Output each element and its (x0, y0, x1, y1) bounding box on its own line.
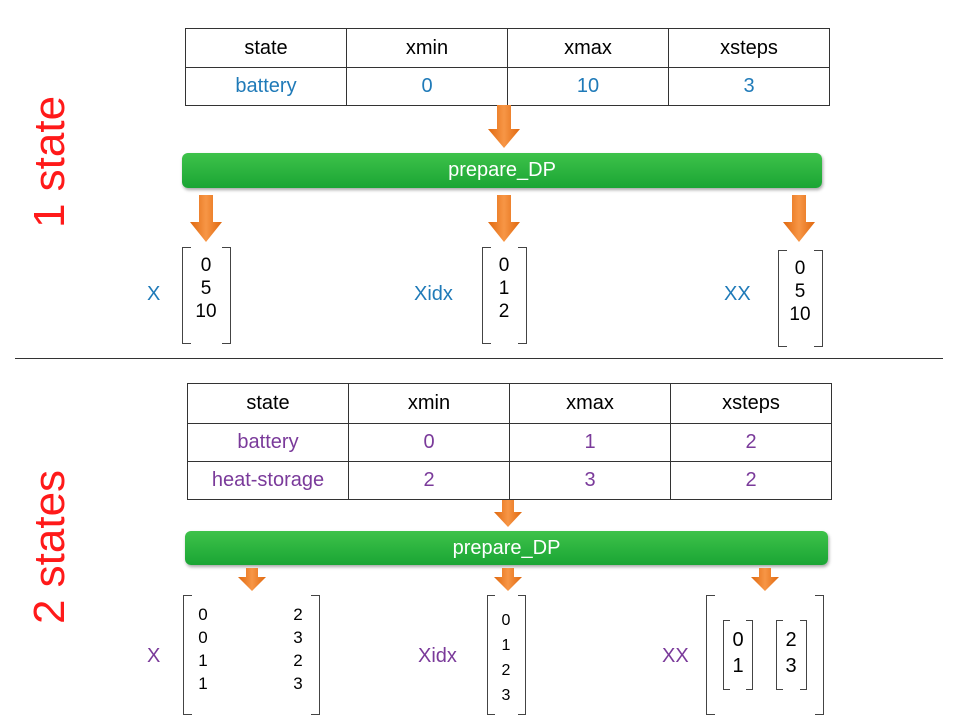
vector-bracket-right (800, 620, 807, 690)
vector-value: 2 (498, 301, 510, 322)
table-header-row: state xmin xmax xsteps (185, 28, 830, 68)
cell-xsteps: 2 (670, 423, 832, 462)
section2-side-label: 2 states (25, 469, 74, 625)
cell-state: heat-storage (187, 461, 349, 500)
vector-bracket-left (182, 247, 191, 344)
vector-bracket-left (778, 250, 787, 347)
vector-bracket-left (482, 247, 491, 344)
arrow-down-icon (751, 568, 779, 591)
vector-value: 0 (794, 258, 806, 279)
section1-xidx-vector: 0 1 2 (486, 254, 522, 323)
section2-xx-cell2: 2 3 (779, 627, 803, 679)
header-state: state (187, 383, 349, 424)
table-row: heat-storage 2 3 2 (187, 461, 832, 500)
header-xmax: xmax (509, 383, 671, 424)
cell-xmin: 0 (346, 67, 508, 106)
cell-xsteps: 3 (668, 67, 830, 106)
vector-value: 3 (785, 655, 797, 677)
cell-xsteps: 2 (670, 461, 832, 500)
header-state: state (185, 28, 347, 68)
table-row: battery 0 10 3 (185, 67, 830, 106)
arrow-down-icon (238, 568, 266, 591)
cell-bracket-left (706, 595, 715, 715)
vector-value: 1 (732, 655, 744, 677)
vector-value: 10 (789, 304, 811, 325)
section1-prepare-dp-bar: prepare_DP (182, 153, 822, 188)
vector-value: 0 (501, 612, 511, 629)
table-header-row: state xmin xmax xsteps (187, 383, 832, 424)
matrix-value: 1 (198, 651, 208, 670)
cell-state: battery (187, 423, 349, 462)
section2-x-col1: 0 0 1 1 (192, 603, 214, 695)
vector-value: 5 (200, 278, 212, 299)
matrix-bracket-left (183, 595, 192, 715)
arrow-down-icon (488, 105, 520, 148)
vector-value: 2 (785, 629, 797, 651)
section2-xx-cell1: 0 1 (726, 627, 750, 679)
vector-bracket-right (746, 620, 753, 690)
section1-state-table: state xmin xmax xsteps battery 0 10 3 (185, 28, 830, 106)
cell-xmax: 3 (509, 461, 671, 500)
matrix-value: 3 (293, 674, 303, 693)
section2-xx-label: XX (662, 645, 689, 667)
vector-value: 10 (195, 301, 217, 322)
section1-side-label: 1 state (25, 95, 74, 229)
cell-bracket-right (815, 595, 824, 715)
vector-value: 0 (732, 629, 744, 651)
section2-x-label: X (147, 645, 161, 667)
matrix-value: 2 (293, 651, 303, 670)
cell-state: battery (185, 67, 347, 106)
matrix-bracket-right (311, 595, 320, 715)
vector-value: 5 (794, 281, 806, 302)
section2-xidx-vector: 0 1 2 3 (490, 608, 522, 708)
section1-x-vector: 0 5 10 (186, 254, 226, 323)
vector-bracket-left (723, 620, 730, 690)
section2-xidx-label: Xidx (418, 645, 457, 667)
vector-bracket-right (518, 247, 527, 344)
arrow-down-icon (494, 500, 522, 527)
vector-value: 2 (501, 662, 511, 679)
vector-bracket-left (487, 595, 495, 715)
arrow-down-icon (494, 568, 522, 591)
section1-xx-label: XX (724, 283, 751, 305)
vector-value: 0 (498, 255, 510, 276)
section-divider (15, 358, 943, 359)
vector-value: 1 (498, 278, 510, 299)
matrix-value: 3 (293, 628, 303, 647)
arrow-down-icon (783, 195, 815, 242)
arrow-down-icon (488, 195, 520, 242)
vector-bracket-right (518, 595, 526, 715)
section2-x-col2: 2 3 2 3 (287, 603, 309, 695)
matrix-value: 0 (198, 628, 208, 647)
header-xmin: xmin (348, 383, 510, 424)
matrix-value: 1 (198, 674, 208, 693)
vector-bracket-left (776, 620, 783, 690)
section1-xidx-label: Xidx (414, 283, 453, 305)
section1-x-label: X (147, 283, 161, 305)
arrow-down-icon (190, 195, 222, 242)
section2-state-table: state xmin xmax xsteps battery 0 1 2 hea… (187, 383, 832, 500)
cell-xmax: 1 (509, 423, 671, 462)
vector-value: 1 (501, 637, 511, 654)
header-xsteps: xsteps (668, 28, 830, 68)
vector-value: 0 (200, 255, 212, 276)
vector-bracket-right (222, 247, 231, 344)
vector-value: 3 (501, 687, 511, 704)
header-xmin: xmin (346, 28, 508, 68)
matrix-value: 2 (293, 605, 303, 624)
cell-xmin: 0 (348, 423, 510, 462)
table-row: battery 0 1 2 (187, 423, 832, 462)
header-xmax: xmax (507, 28, 669, 68)
section2-prepare-dp-bar: prepare_DP (185, 531, 828, 565)
section1-xx-vector: 0 5 10 (780, 257, 820, 326)
cell-xmax: 10 (507, 67, 669, 106)
matrix-value: 0 (198, 605, 208, 624)
cell-xmin: 2 (348, 461, 510, 500)
vector-bracket-right (814, 250, 823, 347)
header-xsteps: xsteps (670, 383, 832, 424)
